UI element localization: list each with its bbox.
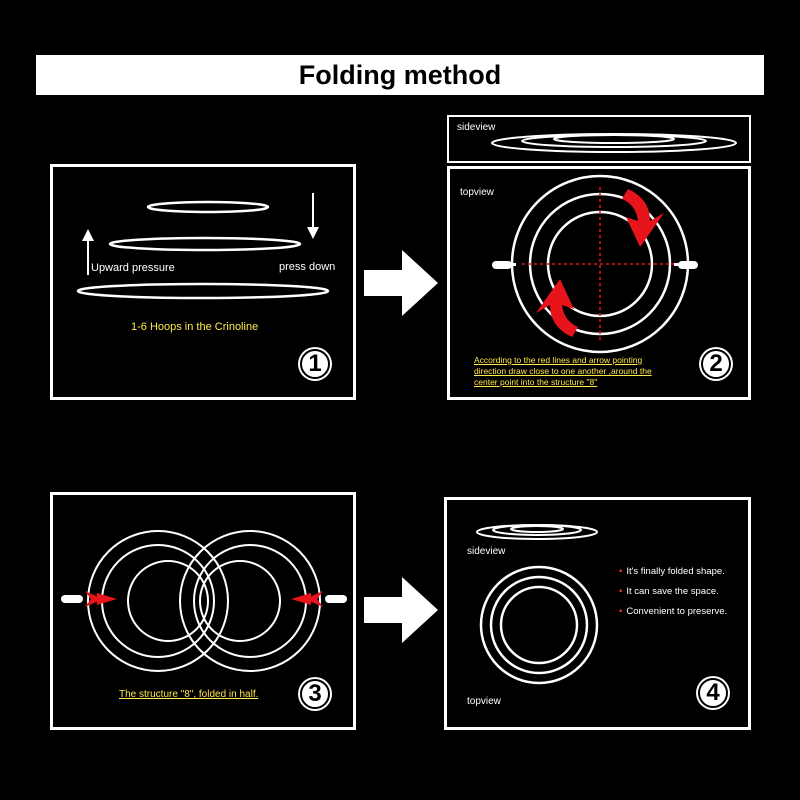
step1-caption: 1-6 Hoops in the Crinoline [131,321,259,333]
arrow-up-icon [82,229,94,275]
step3-number-badge: 3 [298,677,332,711]
arrow-right-icon [364,577,438,643]
arrow-right-icon [364,250,438,316]
page-title: Folding method [298,59,502,90]
hoop-middle [108,236,302,252]
step4-topview-label: topview [467,696,501,707]
hand-right-icon [325,595,347,603]
step2-number-badge: 2 [699,347,733,381]
step2-topview-diagram [492,174,698,354]
step1-hoops-diagram [76,193,330,300]
step2-sideview-label: sideview [457,122,496,133]
step2-topview-label: topview [460,187,494,198]
step2-caption-line: center point into the structure "8" [474,377,598,387]
step4-panel: sideview topview •It's finally folded sh… [444,497,751,730]
step2-sideview-diagram [491,133,737,153]
step2-sideview-panel: sideview [447,115,751,163]
red-curved-arrow-icon [536,279,578,337]
hoop-top [146,200,270,214]
list-item: •It can save the space. [619,586,719,597]
red-arrow-left-icon [291,591,323,607]
hand-left-icon [492,261,516,269]
press-down-label: press down [279,261,336,273]
red-curved-arrow-icon [622,189,664,247]
step4-bullet-list: •It's finally folded shape. •It can save… [619,562,727,622]
step2-caption-line: direction draw close to one another ,aro… [474,366,652,376]
step1-number-badge: 1 [298,347,332,381]
topview-hoop-outer [479,565,599,685]
title-bar: Folding method [36,55,764,95]
list-item: •It's finally folded shape. [619,566,725,577]
topview-hoop-middle [489,575,589,675]
step3-figure-eight-diagram [61,530,347,672]
hoop-bottom [76,282,330,300]
topview-hoop-inner [499,585,579,665]
upward-pressure-label: Upward pressure [91,262,175,274]
step1-panel: Upward pressure press down 1-6 Hoops in … [50,164,356,400]
list-item: •Convenient to preserve. [619,606,728,617]
step4-sideview-label: sideview [467,546,506,557]
step4-folded-diagram [476,524,599,685]
step2-caption-line: According to the red lines and arrow poi… [474,355,643,365]
hand-left-icon [61,595,83,603]
step3-caption: The structure "8", folded in half. [119,689,259,700]
step3-panel: The structure "8", folded in half. 3 [50,492,356,730]
red-arrow-right-icon [85,591,117,607]
hand-right-icon [674,261,698,269]
step4-number-badge: 4 [696,676,730,710]
step2-caption: According to the red lines and arrow poi… [474,355,652,388]
step2-topview-panel: topview According to the red lines and a… [447,166,751,400]
arrow-down-icon [307,193,319,239]
